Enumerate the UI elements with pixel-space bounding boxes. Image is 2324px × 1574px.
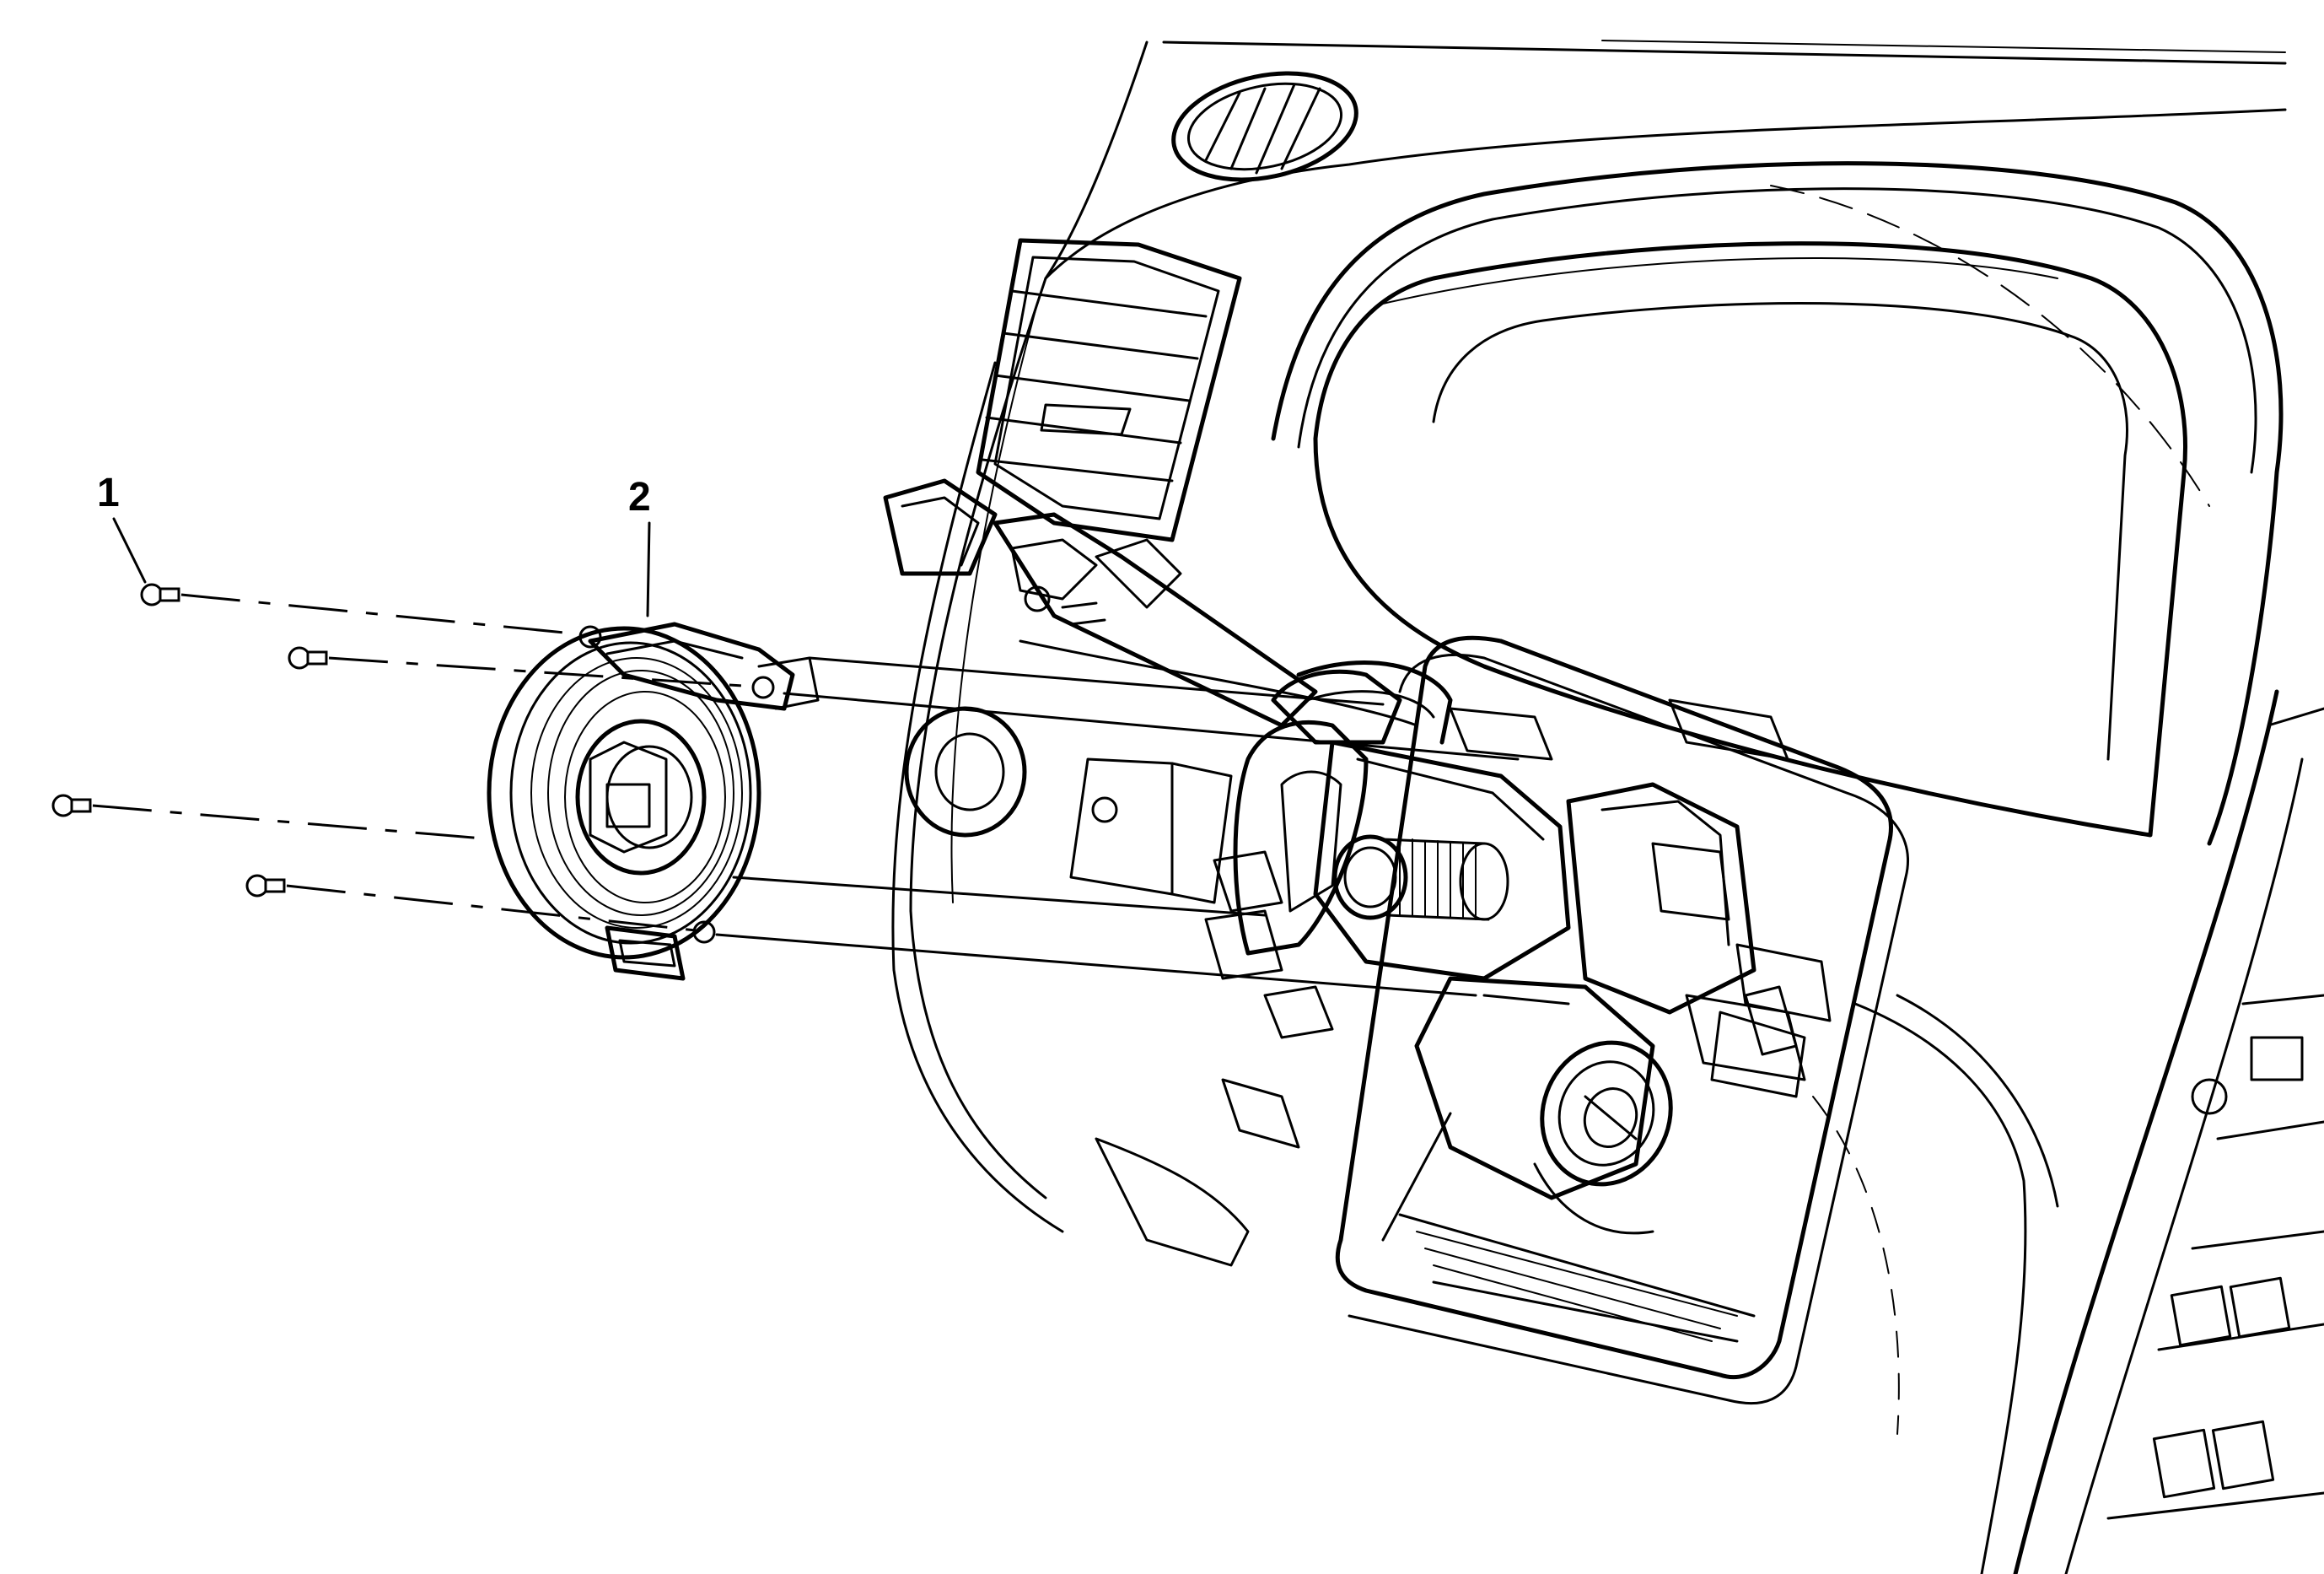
- callout-label-1: 1: [97, 471, 120, 515]
- instrument-cluster-hood: [1271, 161, 2284, 846]
- screw-3: [51, 794, 92, 817]
- multifunction-switch-stalks: [883, 478, 1318, 728]
- alignment-lines: [92, 593, 1520, 997]
- screws: [51, 583, 328, 898]
- clock-spring: [487, 622, 820, 981]
- headlamp-switch: [904, 706, 1233, 904]
- screw-4: [245, 874, 286, 898]
- screw-1: [140, 583, 180, 606]
- callout-1: 1: [97, 471, 147, 584]
- ignition-lock-cylinder: [1533, 1040, 1673, 1235]
- round-air-vent: [1171, 71, 1358, 182]
- callout-2: 2: [628, 475, 651, 617]
- callout-label-2: 2: [628, 475, 651, 520]
- screw-2: [288, 646, 328, 670]
- lower-dash-panel: [1019, 639, 2059, 1574]
- steering-shaft-spline: [1332, 834, 1509, 921]
- side-air-vent: [976, 238, 1242, 542]
- center-console: [2013, 689, 2324, 1574]
- column-opening-bezel: [1335, 635, 1909, 1405]
- instrument-panel: [891, 40, 2324, 1574]
